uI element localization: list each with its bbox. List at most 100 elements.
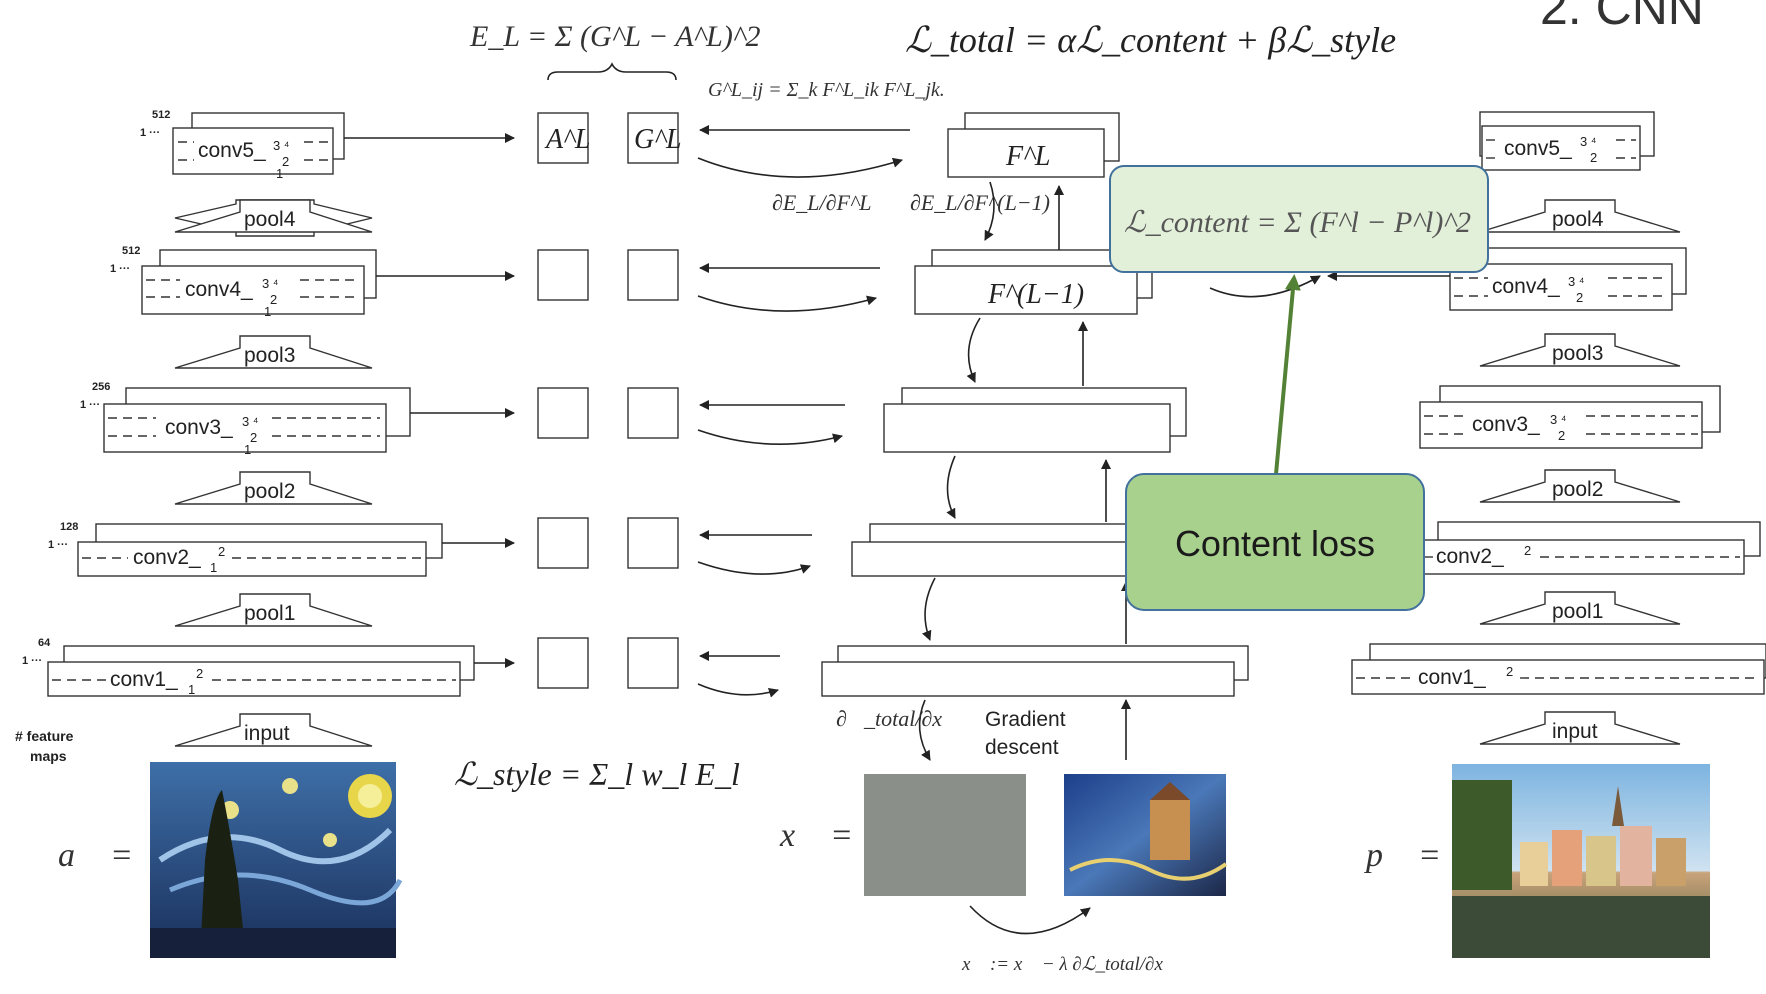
svg-text:2: 2 [218,544,225,559]
content-loss-callout [1125,473,1425,611]
left-pool2-label: pool2 [244,480,295,503]
right-pool3-label: pool3 [1552,342,1603,365]
dL-dx-label: ∂ℒ_total/∂x⃗ [836,706,959,731]
svg-text:3 ⁴: 3 ⁴ [1568,274,1584,289]
left-pool1-arrow [174,593,373,627]
svg-text:3 ⁴: 3 ⁴ [1550,412,1566,427]
right-pool1-arrow [1479,591,1681,625]
svg-text:1 ···: 1 ··· [22,655,42,667]
right-pool3-arrow [1479,333,1681,367]
G-box-conv2 [627,517,679,569]
right-conv1-layer [1351,659,1765,695]
update-arrow [969,905,1091,935]
style-image-symbol: a⃗ = [58,837,133,874]
content-image [1452,764,1710,958]
left-conv2-layer [77,541,427,577]
dE-dF-prev-label: ∂E_L/∂F^(L−1) [910,190,1050,215]
left-pool3-label: pool3 [244,344,295,367]
svg-text:1: 1 [276,166,283,181]
slide-title: 2. CNN [1540,0,1704,35]
G-L-box [627,112,679,164]
left-conv2-channels: 128 [60,521,78,533]
brace [547,62,677,81]
F-L-minus-1-symbol: F^(L−1) [987,279,1084,310]
svg-text:1 ···: 1 ··· [80,399,100,411]
left-conv5-channels: 512 [152,109,170,121]
A-box-conv1 [537,637,589,689]
A-box-conv4 [537,249,589,301]
noise-image [864,774,1026,896]
left-pool2-arrow [174,471,373,505]
left-conv3-layer [103,403,387,453]
stylized-output-image [1064,774,1228,896]
gram-matrix-column: A^L G^L [537,112,682,689]
svg-text:2: 2 [282,154,289,169]
right-conv5-label: conv5_ [1504,137,1572,160]
left-pool4-arrow [174,199,373,233]
right-input-arrow [1479,711,1681,745]
left-input-label: input [244,722,290,745]
G-box-conv3 [627,387,679,439]
svg-text:1: 1 [264,304,271,319]
left-conv5-label: conv5_ [198,139,266,162]
total-loss-equation: ℒ_total = αℒ_content + βℒ_style [905,20,1396,60]
svg-text:2: 2 [1524,543,1531,558]
content-image-symbol: p⃗ = [1364,837,1441,874]
A-box-conv3 [537,387,589,439]
gen-conv3-layer [883,403,1171,453]
left-conv4-channels: 512 [122,245,140,257]
left-pool4-label: pool4 [244,208,296,231]
svg-text:1: 1 [188,682,195,697]
left-conv1-label: conv1_ [110,668,178,691]
svg-text:2: 2 [1558,428,1565,443]
content-loss-equation: ℒ_content = Σ (F^l − P^l)^2 [1124,206,1471,239]
left-conv5-layer [172,127,334,175]
left-conv1-channels: 64 [38,637,51,649]
feature-maps-label: # feature maps [15,728,77,764]
content-network: conv5_ 3 ⁴2 pool4 conv4_ 3 ⁴2 pool3 conv… [1351,111,1766,745]
left-pool1-label: pool1 [244,602,295,625]
descent-label: descent [985,736,1059,759]
style-image [150,762,403,958]
svg-text:2: 2 [1590,150,1597,165]
callout-pointer-arrow [1274,274,1301,475]
right-conv2-label: conv2_ [1436,545,1504,568]
right-pool2-arrow [1479,469,1681,503]
left-input-arrow [174,713,373,747]
left-pool3-arrow [174,335,373,369]
G-L-symbol: G^L [634,124,682,155]
content-loss-equation-box [1109,165,1489,273]
left-conv2-label: conv2_ [133,546,201,569]
svg-text:3 ⁴: 3 ⁴ [1580,134,1596,149]
dE-dF-label: ∂E_L/∂F^L [772,190,871,215]
generated-image-symbol: x⃗ = [779,817,853,854]
content-feature-arrow [1209,275,1321,298]
G-box-conv4 [627,249,679,301]
right-pool4-label: pool4 [1552,208,1604,231]
svg-text:3 ⁴: 3 ⁴ [262,276,278,291]
right-conv4-layer [1449,263,1673,311]
svg-text:1 ···: 1 ··· [140,127,160,139]
left-conv4-label: conv4_ [185,278,253,301]
left-conv3-channels: 256 [92,381,110,393]
gen-conv1-layer [821,661,1235,697]
style-error-equation: E_L = Σ (G^L − A^L)^2 [469,20,761,53]
content-loss-callout-label: Content loss [1175,523,1375,564]
F-L-symbol: F^L [1005,141,1051,172]
update-rule: x⃗ := x⃗ − λ ∂ℒ_total/∂x⃗ [961,954,1178,975]
F-L-minus-1-layer [914,265,1138,315]
G-box-conv1 [627,637,679,689]
right-conv3-layer [1419,401,1703,449]
gradient-label: Gradient [985,708,1066,731]
feature-arrows [344,125,910,698]
svg-text:2: 2 [250,430,257,445]
F-L-layer [947,128,1105,178]
A-L-symbol: A^L [544,124,591,155]
svg-text:3 ⁴: 3 ⁴ [273,138,289,153]
svg-text:2: 2 [1506,664,1513,679]
left-conv3-label: conv3_ [165,416,233,439]
style-loss-equation: ℒ_style = Σ_l w_l E_l [454,756,740,792]
gram-equation: G^L_ij = Σ_k F^L_ik F^L_jk. [708,79,945,101]
